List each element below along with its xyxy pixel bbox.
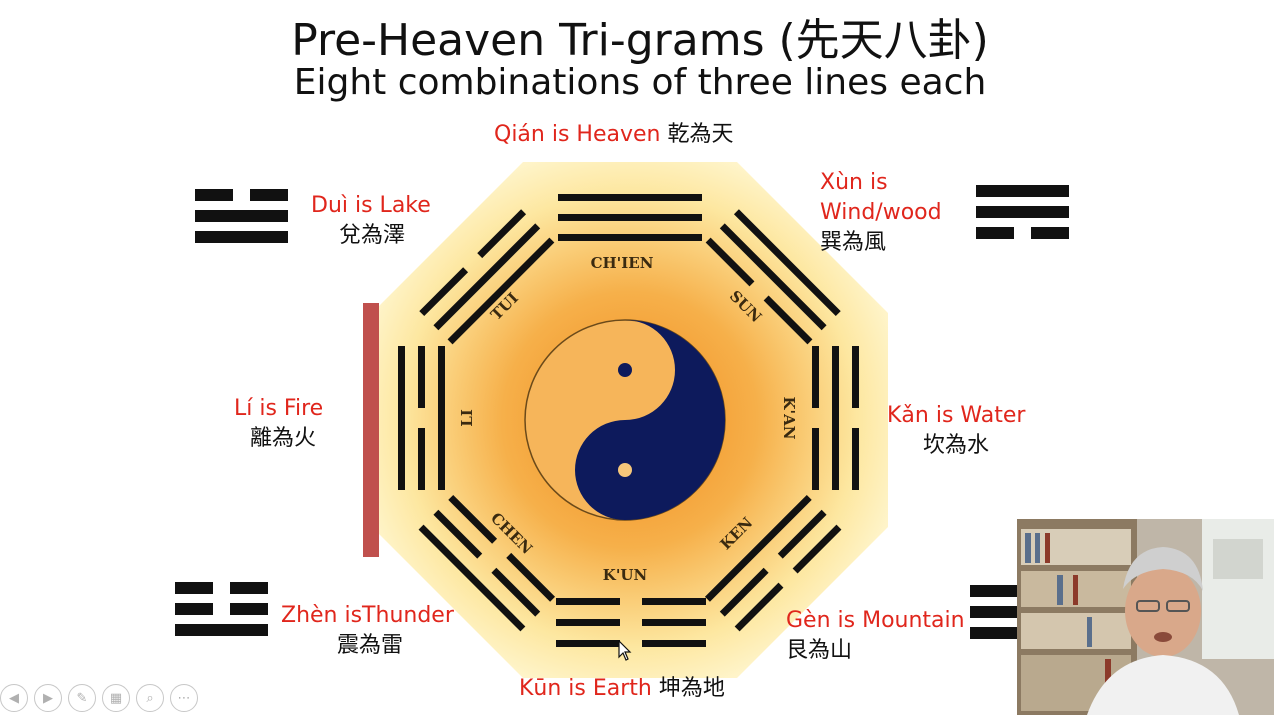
- label-kun-earth: Kūn is Earth 坤為地: [519, 676, 725, 701]
- more-icon[interactable]: ⋯: [170, 684, 198, 712]
- bagua-diagram: CH'IEN K'UN TUI SUN LI K'AN CHEN KEN: [372, 162, 888, 678]
- label-kan-water: Kǎn is Water 坎為水: [887, 403, 1026, 458]
- label-li: LI: [458, 409, 476, 427]
- trigram-chien: [558, 194, 702, 241]
- presentation-controls: ◀ ▶ ✎ ▦ ⌕ ⋯: [0, 684, 198, 716]
- prev-icon[interactable]: ◀: [0, 684, 28, 712]
- trigram-chen: [418, 494, 556, 632]
- label-dui: Duì is Lake 兌為澤: [311, 193, 431, 248]
- trigram-icon-thunder: [175, 582, 268, 645]
- webcam-overlay: [1017, 519, 1274, 715]
- trigram-kan: [812, 346, 859, 490]
- label-gen-mountain: Gèn is Mountain 艮為山: [786, 608, 965, 663]
- slides-icon[interactable]: ▦: [102, 684, 130, 712]
- label-chien: CH'IEN: [591, 254, 654, 272]
- yin-yang-icon: [524, 319, 726, 521]
- next-icon[interactable]: ▶: [34, 684, 62, 712]
- trigram-icon-wind: [976, 185, 1069, 248]
- pen-icon[interactable]: ✎: [68, 684, 96, 712]
- trigram-kun: [556, 598, 706, 647]
- label-xun: Xùn is Wind/wood 巽為風: [820, 170, 942, 255]
- trigram-ken: [704, 494, 842, 632]
- zoom-icon[interactable]: ⌕: [136, 684, 164, 712]
- label-kan: K'AN: [780, 397, 798, 440]
- slide-subtitle: Eight combinations of three lines each: [293, 62, 987, 103]
- label-li-fire: Lí is Fire 離為火: [234, 396, 324, 451]
- trigram-icon-lake: [195, 189, 288, 252]
- label-zhen-thunder: Zhèn isThunder 震為雷: [281, 603, 454, 658]
- slide-title: Pre-Heaven Tri-grams (先天八卦): [291, 15, 989, 66]
- trigram-sun: [705, 209, 841, 345]
- trigram-icon-mountain: [970, 585, 1017, 648]
- fire-bar: [363, 303, 379, 557]
- mouse-cursor-icon: [618, 640, 632, 661]
- trigram-tui: [419, 209, 555, 345]
- label-kun: K'UN: [603, 566, 648, 584]
- label-qian: Qián is Heaven 乾為天: [494, 122, 734, 147]
- trigram-li: [398, 346, 445, 490]
